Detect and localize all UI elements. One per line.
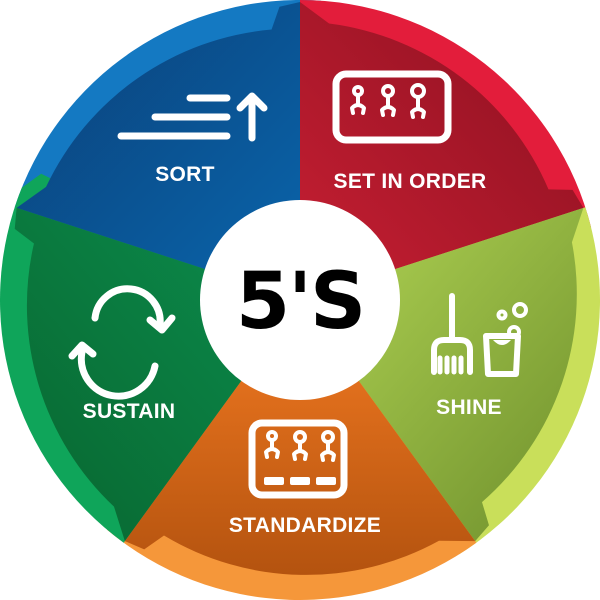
wrench-medium-icon	[380, 84, 396, 117]
segment-label-sort: SORT	[155, 163, 215, 186]
cycle-arrows-icon	[68, 285, 176, 400]
wrench-large-icon	[410, 83, 426, 119]
segment-set-in-order[interactable]: SET IN ORDER	[332, 70, 487, 193]
segment-sort[interactable]: SORT	[117, 92, 268, 186]
tool-board-labeled-icon	[248, 419, 348, 499]
segment-label-sustain: SUSTAIN	[83, 400, 176, 423]
segment-label-shine: SHINE	[436, 396, 502, 419]
wrench-small-icon	[350, 85, 366, 115]
sort-list-arrow-up-icon	[117, 92, 268, 142]
broom-bucket-icon	[431, 293, 528, 377]
center-title: 5'S	[236, 257, 364, 347]
wrench-large-icon	[320, 430, 336, 462]
segment-body-sort	[16, 2, 301, 300]
segment-sustain[interactable]: SUSTAIN	[68, 285, 176, 423]
wrench-medium-icon	[292, 430, 308, 461]
segment-label-set-in-order: SET IN ORDER	[334, 170, 487, 193]
center-circle	[200, 200, 400, 400]
segment-label-standardize: STANDARDIZE	[229, 514, 381, 537]
segment-body-standardize	[124, 300, 476, 575]
segment-standardize[interactable]: STANDARDIZE	[229, 419, 381, 537]
segment-shine[interactable]: SHINE	[431, 293, 528, 419]
wrench-small-icon	[264, 430, 280, 459]
tool-board-icon	[332, 70, 452, 144]
